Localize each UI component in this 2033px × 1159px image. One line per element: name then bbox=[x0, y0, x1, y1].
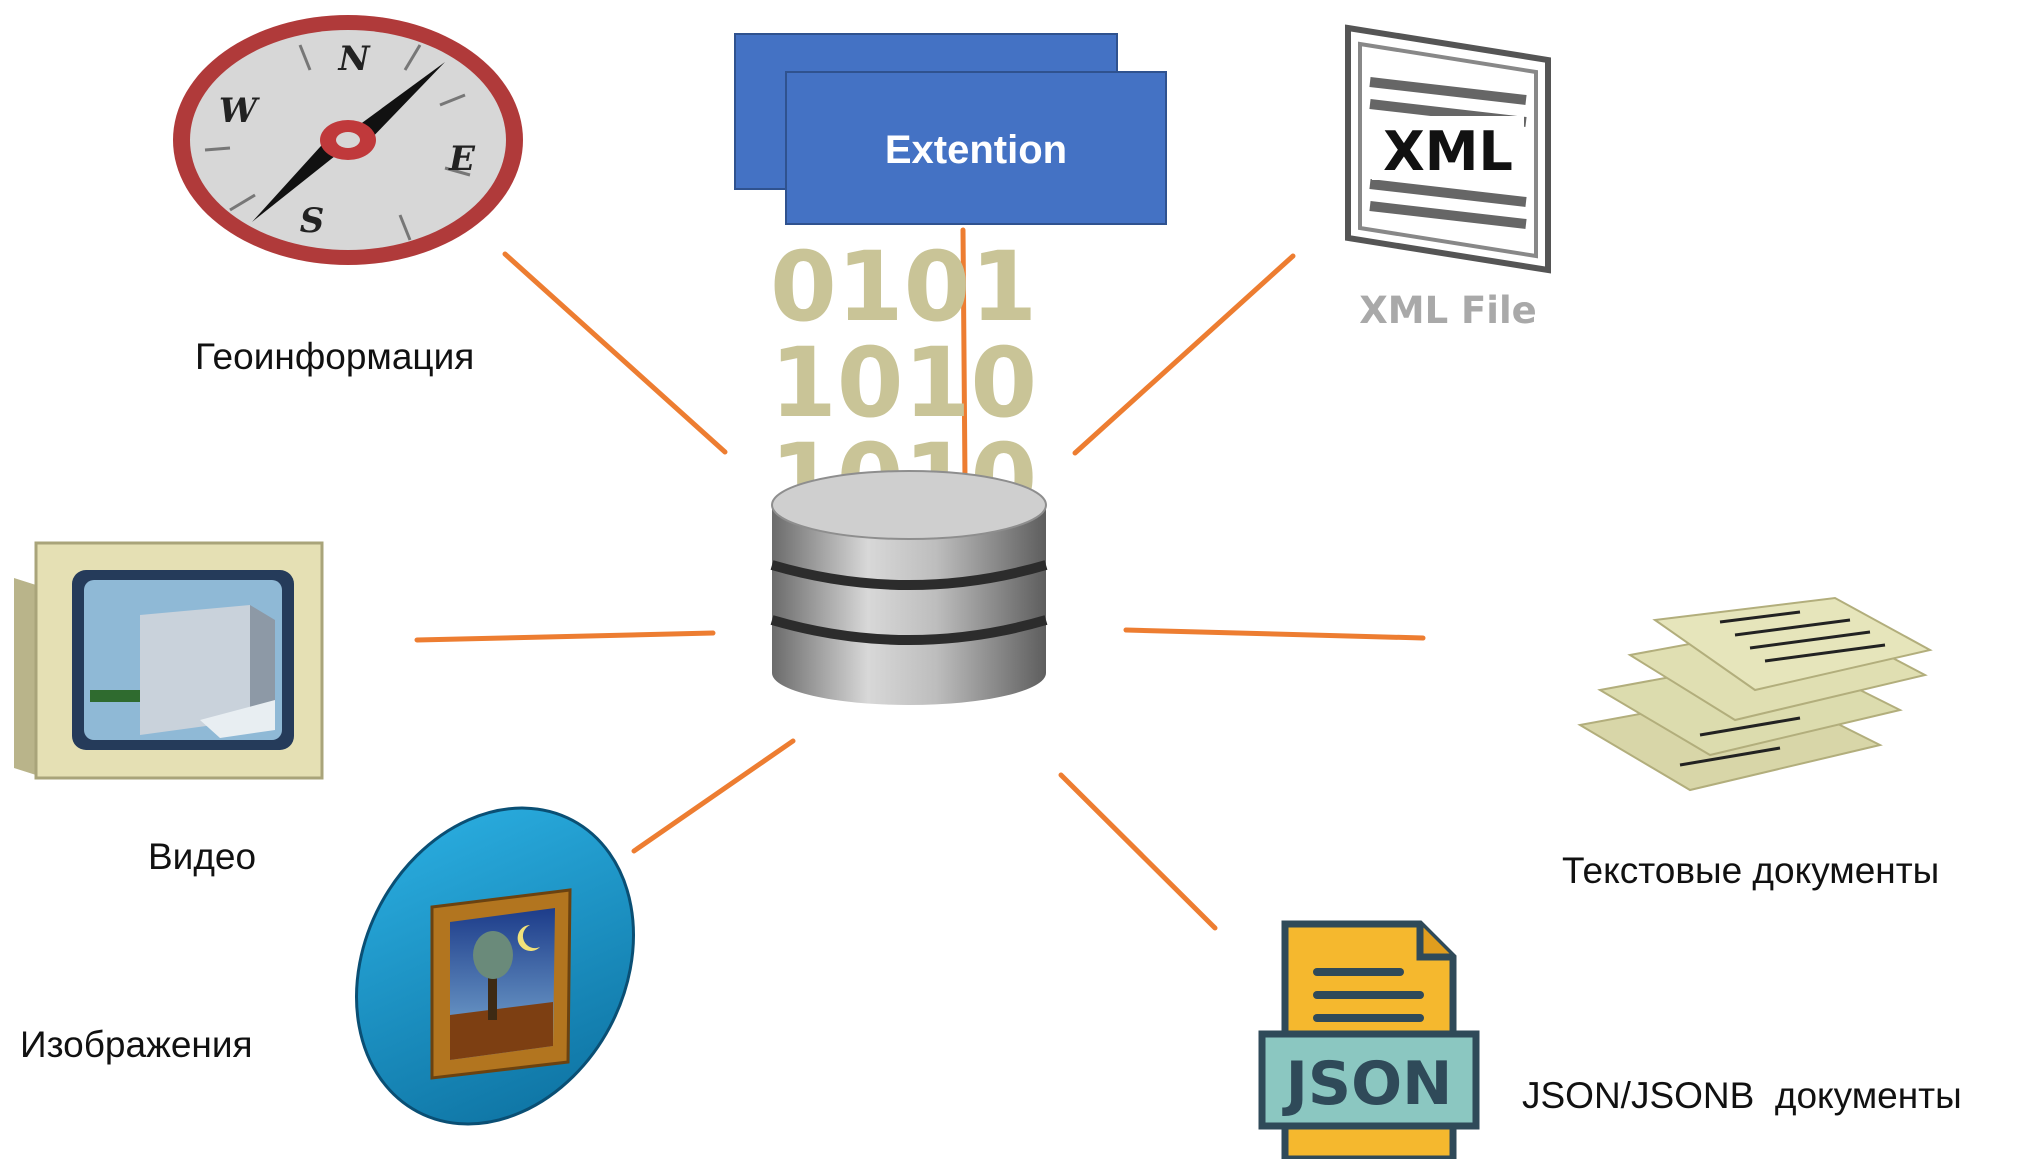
label-video: Видео bbox=[148, 836, 257, 877]
binary-line-2: 1010 bbox=[770, 327, 1037, 439]
connector-text-docs bbox=[1123, 627, 1426, 641]
json-badge: JSON bbox=[1282, 1049, 1453, 1119]
text-documents-icon bbox=[1577, 596, 1933, 792]
connector-json bbox=[1058, 772, 1218, 931]
compass-w: W bbox=[219, 91, 260, 131]
compass-n: N bbox=[337, 39, 371, 79]
connector-extension bbox=[960, 227, 968, 483]
connector-video bbox=[414, 630, 716, 643]
video-monitor-icon bbox=[14, 541, 324, 780]
image-frame-icon bbox=[355, 806, 635, 1126]
connector-xml bbox=[1072, 253, 1296, 456]
xml-file-label: XML File bbox=[1359, 289, 1537, 332]
compass-e: E bbox=[448, 139, 476, 179]
connector-lines bbox=[414, 227, 1426, 931]
database-icon bbox=[770, 470, 1048, 705]
xml-file-icon: XML bbox=[1345, 24, 1551, 274]
compass-s: S bbox=[300, 201, 325, 241]
connector-geo bbox=[502, 251, 728, 455]
extension-label: Extention bbox=[885, 128, 1067, 172]
label-text-documents: Текстовые документы bbox=[1562, 850, 1940, 891]
label-geo: Геоинформация bbox=[195, 336, 475, 377]
label-images: Изображения bbox=[20, 1024, 253, 1065]
connector-images bbox=[631, 738, 796, 854]
json-file-icon: JSON bbox=[1258, 920, 1480, 1159]
binary-line-1: 0101 bbox=[770, 231, 1037, 343]
label-json-documents: JSON/JSONB документы bbox=[1522, 1075, 1962, 1116]
extension-box: Extention bbox=[734, 33, 1167, 225]
compass-icon: N E S W bbox=[173, 15, 523, 265]
xml-badge: XML bbox=[1383, 120, 1513, 183]
